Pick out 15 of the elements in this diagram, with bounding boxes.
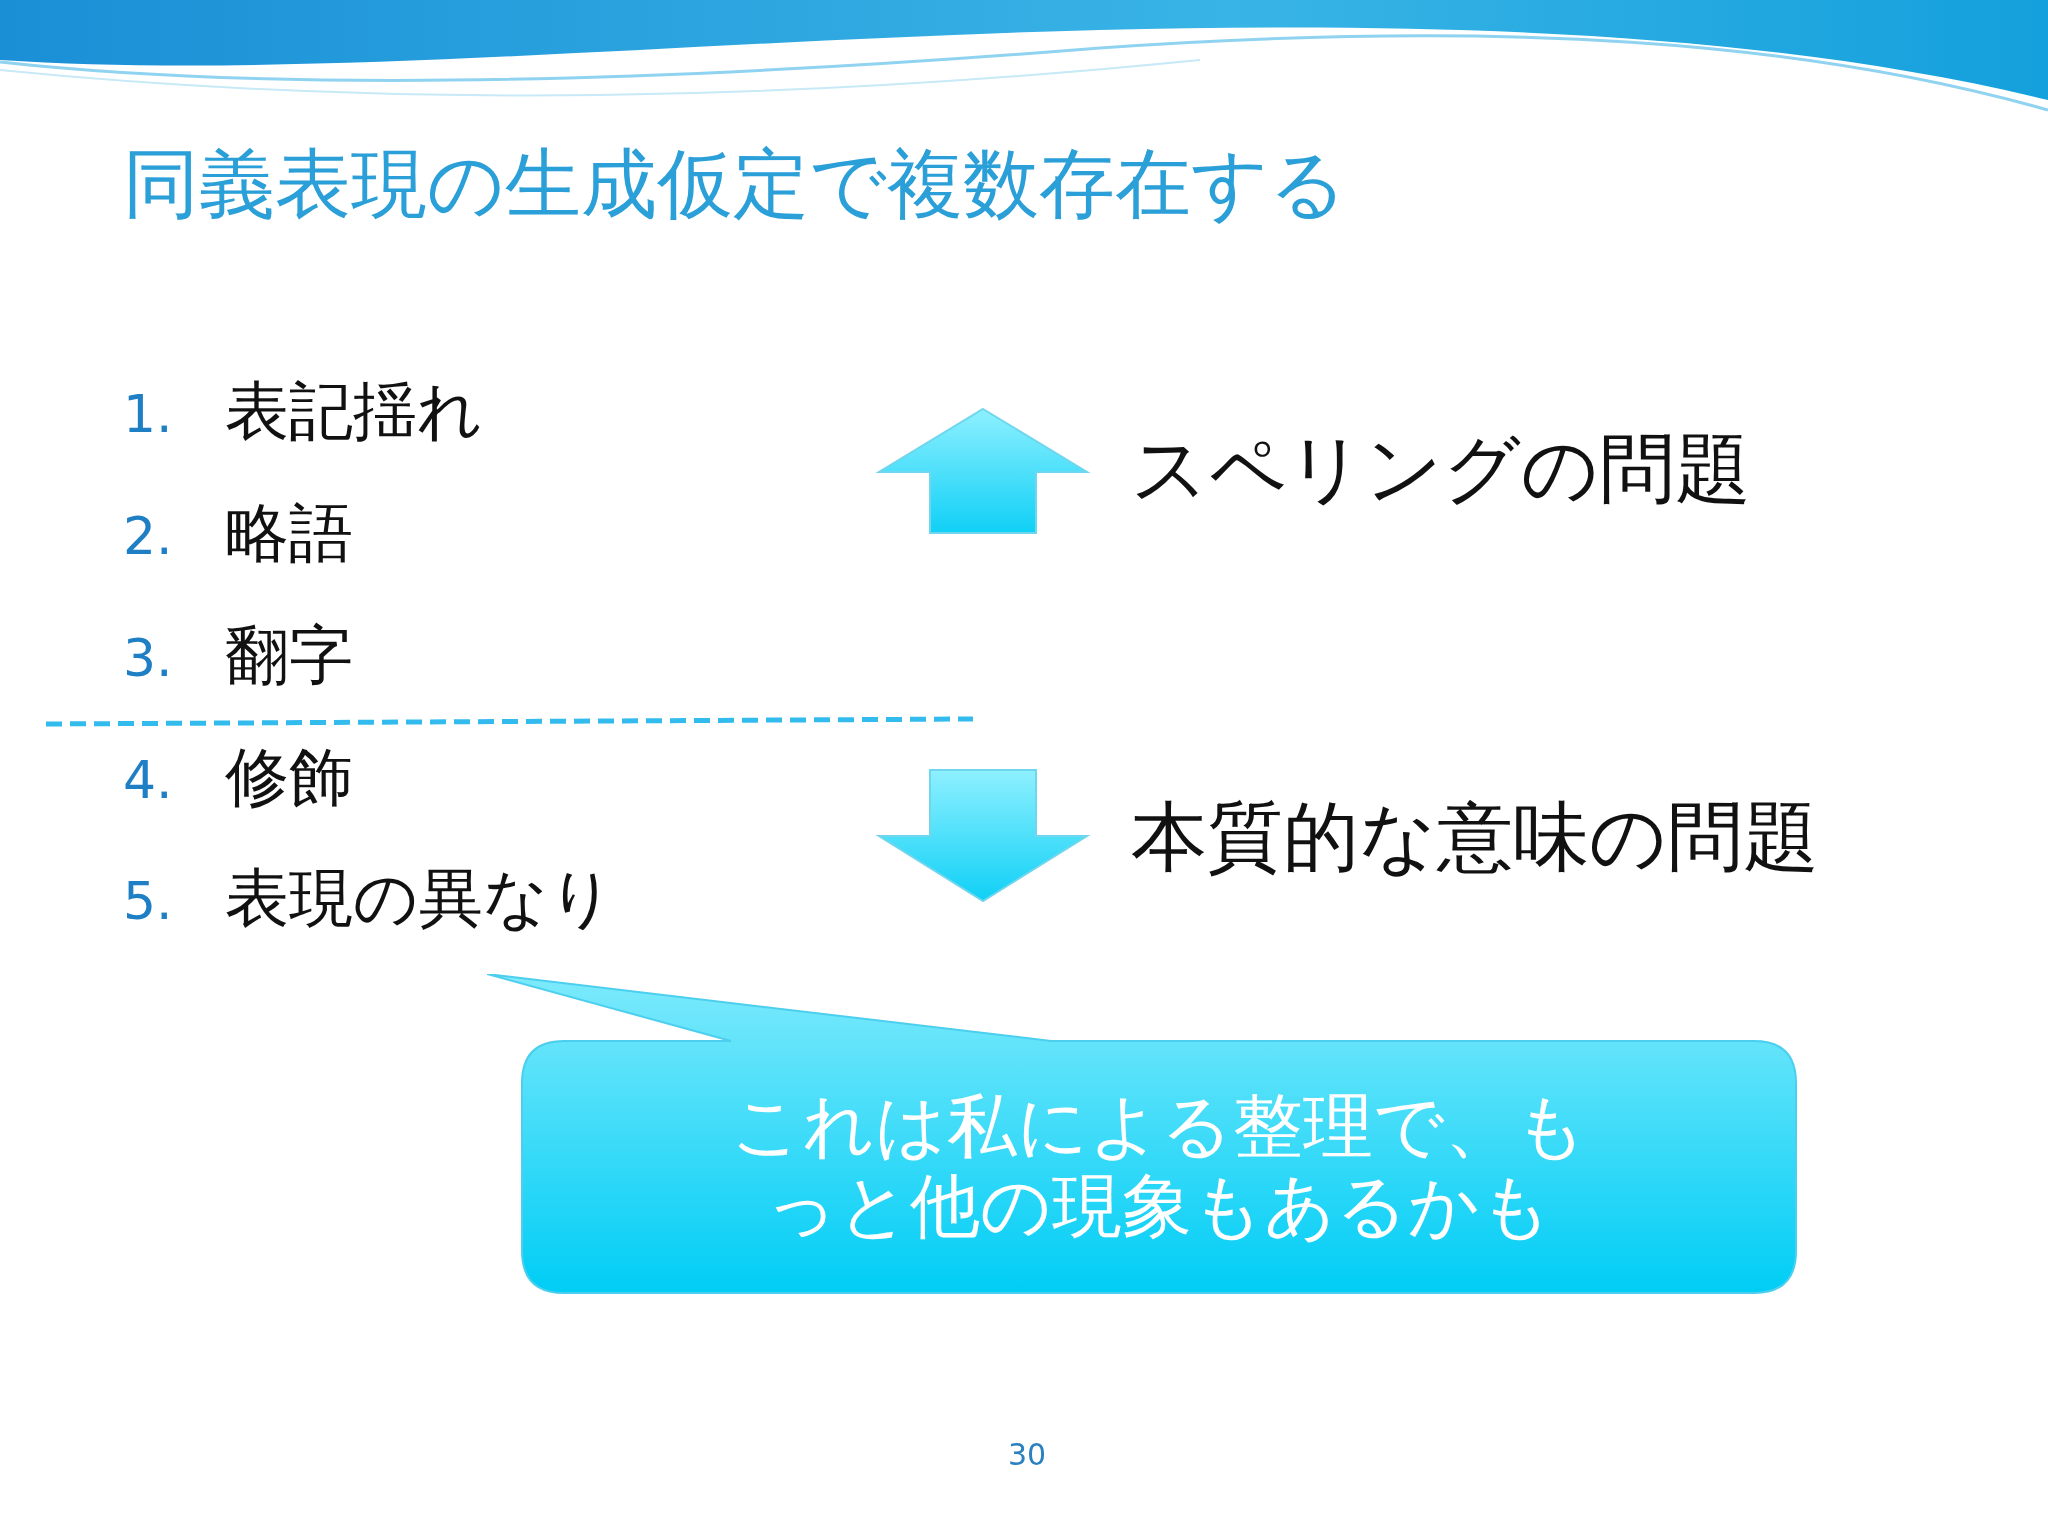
list-number: 5. — [123, 872, 173, 932]
list-number: 3. — [123, 629, 173, 689]
page-number: 30 — [1008, 1438, 1047, 1473]
list-item: 翻字 — [225, 619, 353, 693]
list-number: 4. — [123, 751, 173, 811]
list-number: 2. — [123, 507, 173, 567]
bubble-text: これは私による整理で、もっと他の現象もあるかも — [730, 1086, 1588, 1246]
arrow-caption: スペリングの問題 — [1131, 425, 1751, 513]
list-item: 略語 — [225, 497, 353, 571]
arrow-caption: 本質的な意味の問題 — [1131, 793, 1819, 881]
list-item: 修飾 — [225, 741, 353, 815]
slide-title: 同義表現の生成仮定で複数存在する — [123, 140, 1347, 228]
list-item: 表現の異なり — [225, 862, 615, 936]
list-number: 1. — [123, 385, 173, 445]
list-item: 表記揺れ — [225, 375, 483, 449]
